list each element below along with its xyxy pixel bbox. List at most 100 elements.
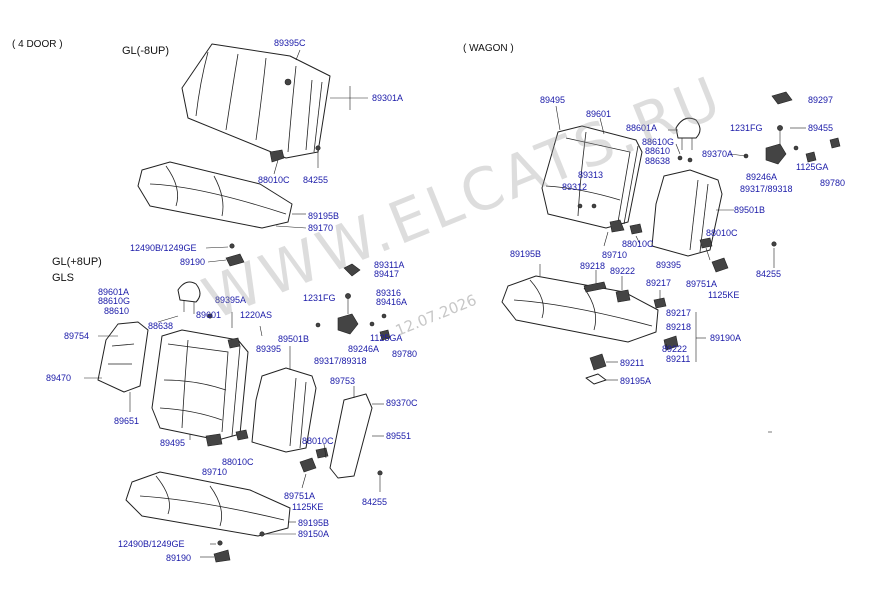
label-89455: 89455	[808, 123, 833, 133]
label-89313: 89313	[578, 170, 603, 180]
label-89710-2: 89710	[602, 250, 627, 260]
label-89316: 89316	[376, 288, 401, 298]
label-88610-1: 88610	[104, 306, 129, 316]
label-89222-2: 89222	[662, 344, 687, 354]
header-wagon: ( WAGON )	[463, 43, 514, 54]
label-89395c: 89395C	[274, 38, 306, 48]
label-88010c-4: 88010C	[622, 239, 654, 249]
label-89551: 89551	[386, 431, 411, 441]
label-89150a: 89150A	[298, 529, 329, 539]
label-89751a-1: 89751A	[284, 491, 315, 501]
label-89395-1: 89395	[256, 344, 281, 354]
side-bolster-89551	[329, 393, 373, 479]
label-89416a: 89416A	[376, 297, 407, 307]
label-88010c-1: 88010C	[258, 175, 290, 185]
label-89751a-2: 89751A	[686, 279, 717, 289]
label-84255-3: 84255	[756, 269, 781, 279]
label-89651: 89651	[114, 416, 139, 426]
label-89370a: 89370A	[702, 149, 733, 159]
label-89754: 89754	[64, 331, 89, 341]
small-parts-left	[207, 313, 391, 349]
label-1231fg-1: 1231FG	[303, 293, 336, 303]
bracket-88010c-top	[269, 149, 285, 163]
seat-back-right-small	[251, 367, 317, 453]
label-88610g-1: 88610G	[98, 296, 130, 306]
label-89495-1: 89495	[160, 438, 185, 448]
armrest-89470	[97, 321, 149, 393]
label-12490b-2: 12490B/1249GE	[118, 539, 185, 549]
watermark-text: WWW.ELCATS.RU	[194, 62, 733, 333]
label-88010c-3: 88010C	[222, 457, 254, 467]
seat-cushion-gl-minus	[137, 161, 293, 229]
parts-89311a-89417	[343, 263, 361, 277]
clip-89190-top	[225, 253, 245, 267]
label-89501b-2: 89501B	[734, 205, 765, 215]
label-89311a: 89311A	[374, 260, 404, 270]
label-89195b-3: 89195B	[510, 249, 541, 259]
label-89780-1: 89780	[392, 349, 417, 359]
label-89395a: 89395A	[215, 295, 246, 305]
label-89170: 89170	[308, 223, 333, 233]
label-89317-1: 89317/89318	[314, 356, 367, 366]
label-88601a-2: 88601A	[626, 123, 657, 133]
label-88610g-2: 88610G	[642, 137, 674, 147]
brackets-lower-left	[205, 429, 383, 476]
label-89195b-1: 89195B	[308, 211, 339, 221]
label-88010c-5: 88010C	[706, 228, 738, 238]
label-88010c-2: 88010C	[302, 436, 334, 446]
wagon-seat-cushion	[501, 275, 659, 343]
label-89601a-1: 89601A	[98, 287, 129, 297]
label-84255-1: 84255	[303, 175, 328, 185]
wagon-small-parts	[609, 155, 777, 273]
label-1125ke-1: 1125KE	[292, 502, 323, 512]
header-4-door: ( 4 DOOR )	[12, 39, 63, 50]
label-89217-1: 89217	[646, 278, 671, 288]
label-12490b-1: 12490B/1249GE	[130, 243, 197, 253]
label-89222-1: 89222	[610, 266, 635, 276]
header-gls: GLS	[52, 272, 74, 284]
label-89301a: 89301A	[372, 93, 403, 103]
latch-89246a-left	[337, 293, 359, 335]
label-84255-2: 84255	[362, 497, 387, 507]
label-1125ga-1: 1125GA	[370, 333, 402, 343]
label-89211-1: 89211	[666, 354, 690, 364]
seat-back-gl-minus	[181, 43, 331, 159]
label-89495-2: 89495	[540, 95, 565, 105]
bolt-12490b-top	[229, 243, 235, 249]
label-89470: 89470	[46, 373, 71, 383]
seat-cushion-left-lower	[125, 471, 291, 537]
header-gl-plus-8up: GL(+8UP)	[52, 256, 102, 268]
bolt-84255-top	[315, 145, 321, 168]
label-89190-2: 89190	[166, 553, 191, 563]
label-88638-2: 88638	[645, 156, 670, 166]
headrest-left	[177, 281, 201, 314]
label-89370c: 89370C	[386, 398, 418, 408]
label-89395-2: 89395	[656, 260, 681, 270]
label-89211-2: 89211	[620, 358, 644, 368]
label-89217-2: 89217	[666, 308, 691, 318]
label-1125ga-2: 1125GA	[796, 162, 828, 172]
label-89753: 89753	[330, 376, 355, 386]
wagon-seat-back-left	[541, 125, 643, 229]
label-89297: 89297	[808, 95, 833, 105]
label-89312: 89312	[562, 182, 587, 192]
label-1125ke-2: 1125KE	[708, 290, 739, 300]
label-89601-1: 89601	[196, 310, 221, 320]
clip-89190-bottom	[213, 540, 231, 563]
label-89710-1: 89710	[202, 467, 227, 477]
label-1220as: 1220AS	[240, 310, 272, 320]
label-89218-1: 89218	[580, 261, 605, 271]
label-89195a: 89195A	[620, 376, 651, 386]
wagon-hinge-parts	[583, 281, 679, 385]
label-89246a-2: 89246A	[746, 172, 777, 182]
label-89218-2: 89218	[666, 322, 691, 332]
label-89195b-2: 89195B	[298, 518, 329, 528]
header-gl-minus-8up: GL(-8UP)	[122, 45, 169, 57]
label-88638-1: 88638	[148, 321, 173, 331]
label-88610-2: 88610	[645, 146, 670, 156]
label-89190-1: 89190	[180, 257, 205, 267]
label-89190a: 89190A	[710, 333, 741, 343]
wagon-headrest	[675, 117, 701, 150]
label-89417: 89417	[374, 269, 399, 279]
